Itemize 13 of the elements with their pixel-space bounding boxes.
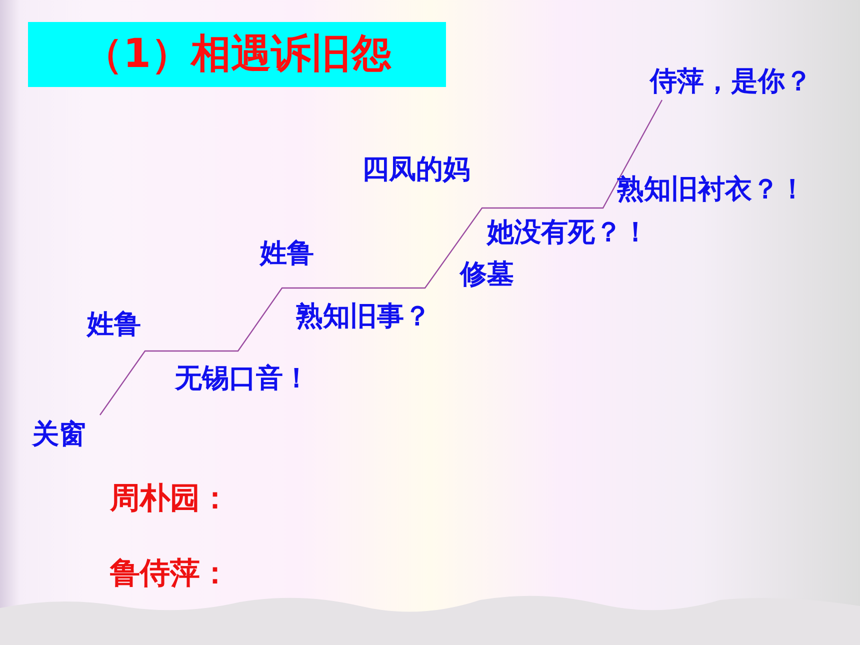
plot-point-label: 她没有死？！ [487,216,649,250]
plot-point-label: 无锡口音！ [175,362,310,396]
title-banner: （1）相遇诉旧怨 [28,22,446,87]
plot-point-label: 姓鲁 [87,308,141,342]
plot-point-label: 熟知旧事？ [296,300,431,334]
plot-point-label: 姓鲁 [260,237,314,271]
plot-point-label: 熟知旧衬衣？！ [617,173,806,207]
speaker-label: 鲁侍萍： [110,555,230,593]
plot-point-label: 四凤的妈 [362,153,470,187]
plot-point-label: 侍萍，是你？ [650,65,812,99]
speaker-label: 周朴园： [110,480,230,518]
plot-point-label: 关窗 [32,418,86,452]
plot-point-label: 修墓 [460,258,514,292]
